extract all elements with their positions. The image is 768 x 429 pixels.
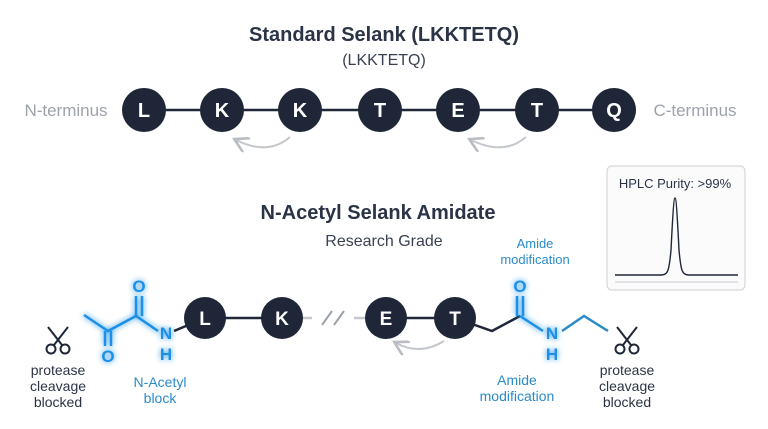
n-terminus-label: N-terminus — [24, 101, 107, 120]
protease-right-1: protease — [600, 362, 655, 378]
protease-left-1: protease — [31, 362, 86, 378]
cleavage-arrow-icon — [471, 136, 527, 147]
protease-right-2: cleavage — [599, 378, 655, 394]
n-acetyl-label-1: N-Acetyl — [134, 374, 187, 390]
svg-text:O: O — [513, 277, 526, 296]
svg-text:T: T — [449, 309, 461, 330]
svg-text:O: O — [132, 277, 145, 296]
hplc-label: HPLC Purity: >99% — [619, 176, 732, 191]
svg-text:K: K — [275, 309, 289, 330]
amide-label-bottom-2: modification — [480, 388, 555, 404]
cleavage-arrow-icon — [236, 136, 291, 147]
svg-text:L: L — [138, 100, 150, 122]
svg-text:H: H — [160, 345, 172, 364]
top-title: Standard Selank (LKKTETQ) — [249, 24, 519, 46]
svg-text:Q: Q — [606, 100, 622, 122]
top-residue: Q — [592, 88, 636, 132]
scissors-icon — [614, 326, 640, 355]
c-terminus-label: C-terminus — [653, 101, 736, 120]
top-residue: T — [515, 88, 559, 132]
svg-text:K: K — [293, 100, 308, 122]
svg-text:T: T — [531, 100, 543, 122]
bottom-residue: T — [434, 297, 476, 339]
svg-text:E: E — [451, 100, 464, 122]
bottom-title: N-Acetyl Selank Amidate — [261, 202, 496, 224]
c-amide-group: O N H — [513, 277, 558, 364]
n-acetyl-label-2: block — [144, 390, 178, 406]
bottom-residue: E — [365, 297, 407, 339]
top-residue: L — [122, 88, 166, 132]
cleavage-arrow-icon — [396, 340, 445, 349]
n-acetyl-group: O O N H — [83, 277, 172, 366]
amide-label-top-2: modification — [500, 252, 569, 267]
top-residue: E — [436, 88, 480, 132]
scissors-icon — [45, 326, 71, 355]
svg-text:H: H — [546, 345, 558, 364]
svg-text:L: L — [199, 309, 211, 330]
hplc-panel: HPLC Purity: >99% — [606, 165, 746, 291]
top-residue: T — [358, 88, 402, 132]
svg-text:K: K — [215, 100, 230, 122]
bottom-residue: K — [261, 297, 303, 339]
amide-label-bottom-1: Amide — [497, 372, 537, 388]
amide-label-top-1: Amide — [517, 236, 554, 251]
top-residue: K — [200, 88, 244, 132]
bottom-residue: L — [184, 297, 226, 339]
svg-text:T: T — [374, 100, 386, 122]
svg-text:O: O — [101, 347, 114, 366]
svg-text:E: E — [380, 309, 393, 330]
protease-left-3: blocked — [34, 394, 82, 410]
protease-left-2: cleavage — [30, 378, 86, 394]
protease-right-3: blocked — [603, 394, 651, 410]
top-residue: K — [278, 88, 322, 132]
bottom-subtitle: Research Grade — [325, 233, 442, 250]
hplc-peak — [615, 197, 738, 276]
top-subtitle: (LKKTETQ) — [342, 52, 426, 69]
svg-text:N: N — [160, 324, 172, 343]
svg-text:N: N — [546, 324, 558, 343]
